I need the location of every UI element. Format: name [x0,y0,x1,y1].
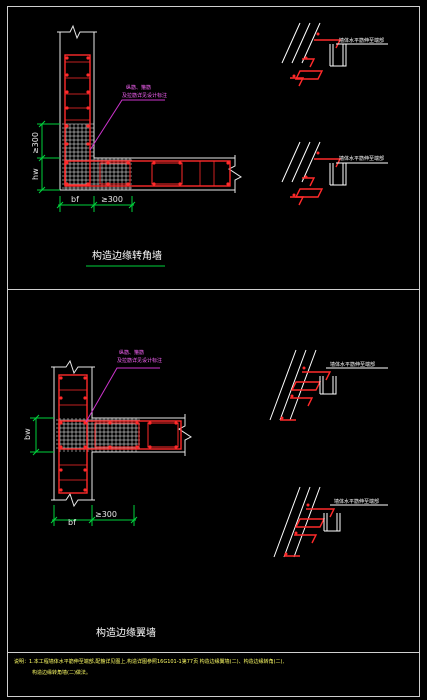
detail-label-top-1: 墙体水平筋伸至端部 [339,37,384,44]
break-symbol-top-b [51,359,95,375]
callout-leader-bottom [85,367,160,423]
dim-text-bw: bw [23,428,32,440]
dim-text-300-bottom: ≥300 [101,195,123,204]
detail-label-top-2: 墙体水平筋伸至端部 [339,155,384,162]
dim-text-hw: hw [31,168,40,180]
horizontal-wall-stirrup [64,160,231,187]
callout-text-top-2: 及拉筋详见设计标注 [122,92,167,99]
dimension-left-b [30,414,54,456]
flange-wall-section: 纵筋、箍筋 及拉筋详见设计标注 bw bf ≥300 构造边缘翼墙 [23,349,192,639]
detail-label-bottom-2: 墙体水平筋伸至端部 [334,498,379,505]
dim-text-300-b: ≥300 [95,510,117,519]
detail-1-top: 墙体水平筋伸至端部 [281,22,388,87]
flange-bar-dots [59,376,178,492]
callout-text-bottom-2: 及拉筋详见设计标注 [117,357,162,364]
callout-text-bottom-1: 纵筋、箍筋 [119,349,144,356]
break-symbol-bottom-b [51,492,95,508]
detail-2-top: 墙体水平筋伸至端部 [281,141,388,206]
break-symbol-right [228,155,242,193]
callout-text-top-1: 纵筋、箍筋 [126,84,151,91]
flange-horizontal-stirrup [58,420,182,450]
longitudinal-bar-dots [65,56,230,186]
title-flange-wall: 构造边缘翼墙 [96,626,156,639]
flange-vertical-stirrup [58,374,88,494]
break-symbol-right-b [178,414,192,456]
break-symbol-top [57,24,97,40]
footer-note-line-1: 说明：1.本工程墙体水平筋伸至端部,配箍详见图上,构造详图参照16G101-1第… [14,658,284,665]
corner-wall-section: 纵筋、箍筋 及拉筋详见设计标注 ≥300 hw bf ≥300 构造边缘转角墙 [31,24,242,267]
dim-text-bf-b: bf [68,518,76,527]
dimension-bottom [56,196,136,212]
dimension-left [37,120,60,194]
flange-boundary-hatch [56,418,140,452]
dimension-bottom-b [50,505,138,526]
dim-text-300-left: ≥300 [31,132,40,154]
title-corner-wall: 构造边缘转角墙 [92,249,162,262]
dim-text-bf: bf [71,195,79,204]
drawing-frame [7,6,420,697]
footer-note-line-2: 构造边缘转角墙(二)做法。 [32,669,91,676]
detail-2-bottom: 墙体水平筋伸至端部 [273,486,388,558]
detail-label-bottom-1: 墙体水平筋伸至端部 [330,361,375,368]
corner-boundary-hatch [62,123,132,190]
callout-leader-top [89,99,165,151]
detail-1-bottom: 墙体水平筋伸至端部 [269,349,388,421]
